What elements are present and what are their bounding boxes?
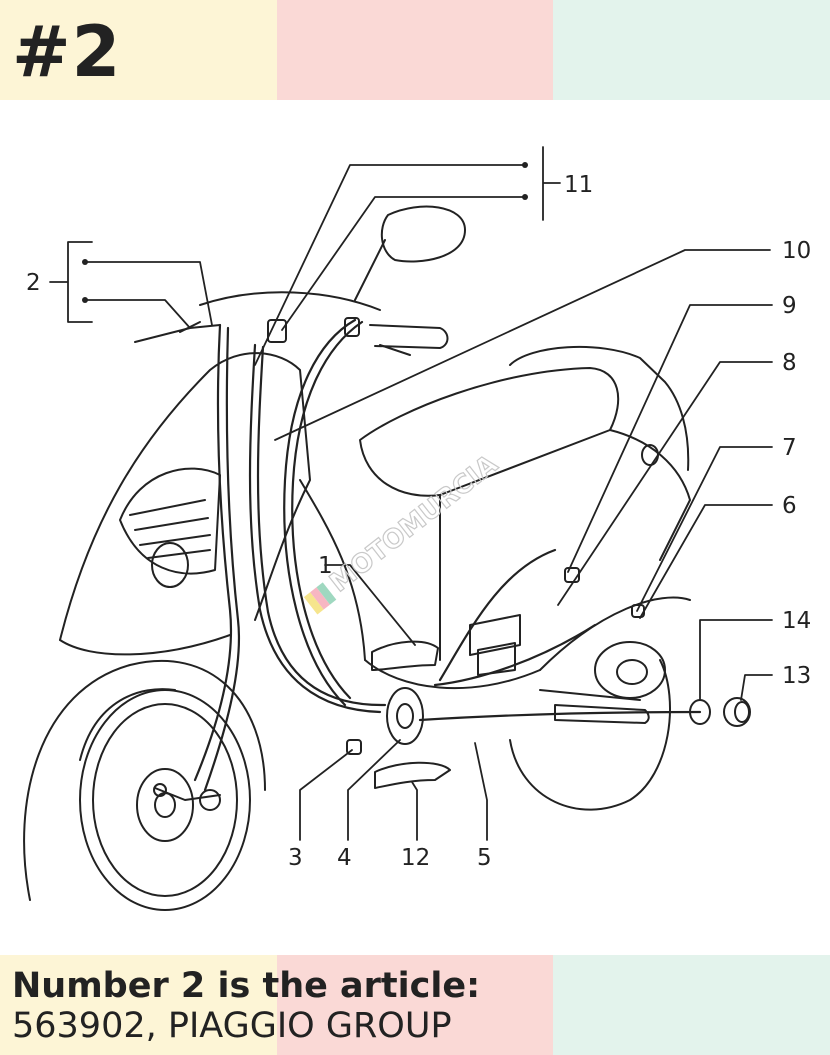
front-wheel [23, 659, 266, 911]
article-caption-heading: Number 2 is the article: [12, 966, 481, 1006]
svg-text:MOTOMURCIA: MOTOMURCIA [324, 449, 503, 598]
callout-9: 9 [782, 293, 797, 319]
mirror [354, 205, 466, 301]
header-band-pink [277, 0, 553, 100]
scooter-body [299, 345, 691, 690]
header-band-green [553, 0, 830, 100]
callout-labels: 1 2 3 4 5 6 7 8 9 10 11 12 13 14 [26, 172, 811, 871]
callout-10: 10 [782, 238, 811, 264]
leader-lines [49, 146, 773, 841]
callout-11: 11 [564, 172, 593, 198]
callout-6: 6 [782, 493, 797, 519]
callout-13: 13 [782, 663, 811, 689]
callout-12: 12 [401, 845, 430, 871]
rear-wheel [509, 641, 671, 811]
footer-band-yellow [0, 955, 277, 1055]
callout-7: 7 [782, 435, 797, 461]
callout-8: 8 [782, 350, 797, 376]
footer-band-pink [277, 955, 553, 1055]
part-number-title: #2 [12, 11, 122, 93]
speedo-cable [554, 704, 650, 724]
article-caption-part: 563902, PIAGGIO GROUP [12, 1006, 452, 1046]
header-color-band [0, 0, 830, 100]
handlebar [134, 291, 449, 356]
footer-color-band [0, 955, 830, 1055]
header-band-yellow [0, 0, 277, 100]
callout-4: 4 [337, 845, 352, 871]
callout-14: 14 [782, 608, 811, 634]
footer-band-green [553, 955, 830, 1055]
horn [386, 687, 424, 745]
front-fairing [59, 352, 311, 656]
callout-2: 2 [26, 270, 41, 296]
callout-1: 1 [318, 553, 333, 579]
callout-5: 5 [477, 845, 492, 871]
cables [193, 318, 702, 792]
callout-3: 3 [288, 845, 303, 871]
exploded-parts-diagram: MOTOMURCIA 1 2 3 4 5 6 7 8 9 10 11 12 13… [23, 146, 811, 911]
